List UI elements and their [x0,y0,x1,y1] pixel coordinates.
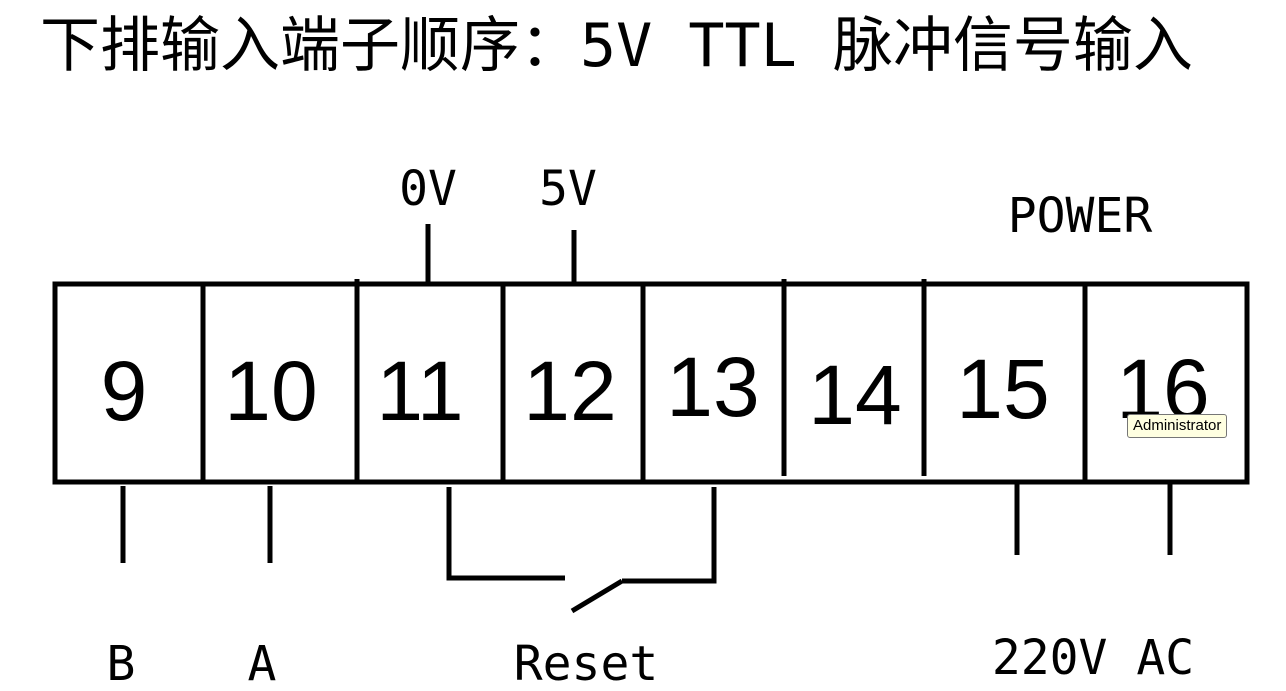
terminal-block-frame [52,281,1250,485]
terminal-number-14: 14 [808,348,901,442]
terminal-number-10: 10 [224,344,317,438]
label-reset: Reset [514,636,659,691]
tooltip-administrator: Administrator [1127,414,1228,438]
label-power: POWER [1008,188,1153,244]
terminal-dividers [200,279,1088,482]
terminal-number-9: 9 [101,344,148,438]
terminal-number-15: 15 [956,342,1049,436]
terminal-number-12: 12 [523,344,616,438]
label-220v-ac: 220V AC [992,630,1194,686]
terminal-number-11: 11 [376,344,463,438]
label-ov: 0V [399,161,457,217]
label-b: B [107,636,136,691]
label-5v: 5V [539,161,597,217]
label-a: A [248,636,277,691]
terminal-number-13: 13 [666,340,759,434]
diagram-title: 下排输入端子顺序：5V TTL 脉冲信号输入 [40,11,1193,81]
reset-switch [446,487,717,614]
reset-wire-left [446,487,565,581]
reset-wire-right [622,487,717,584]
reset-switch-blade [570,578,624,614]
